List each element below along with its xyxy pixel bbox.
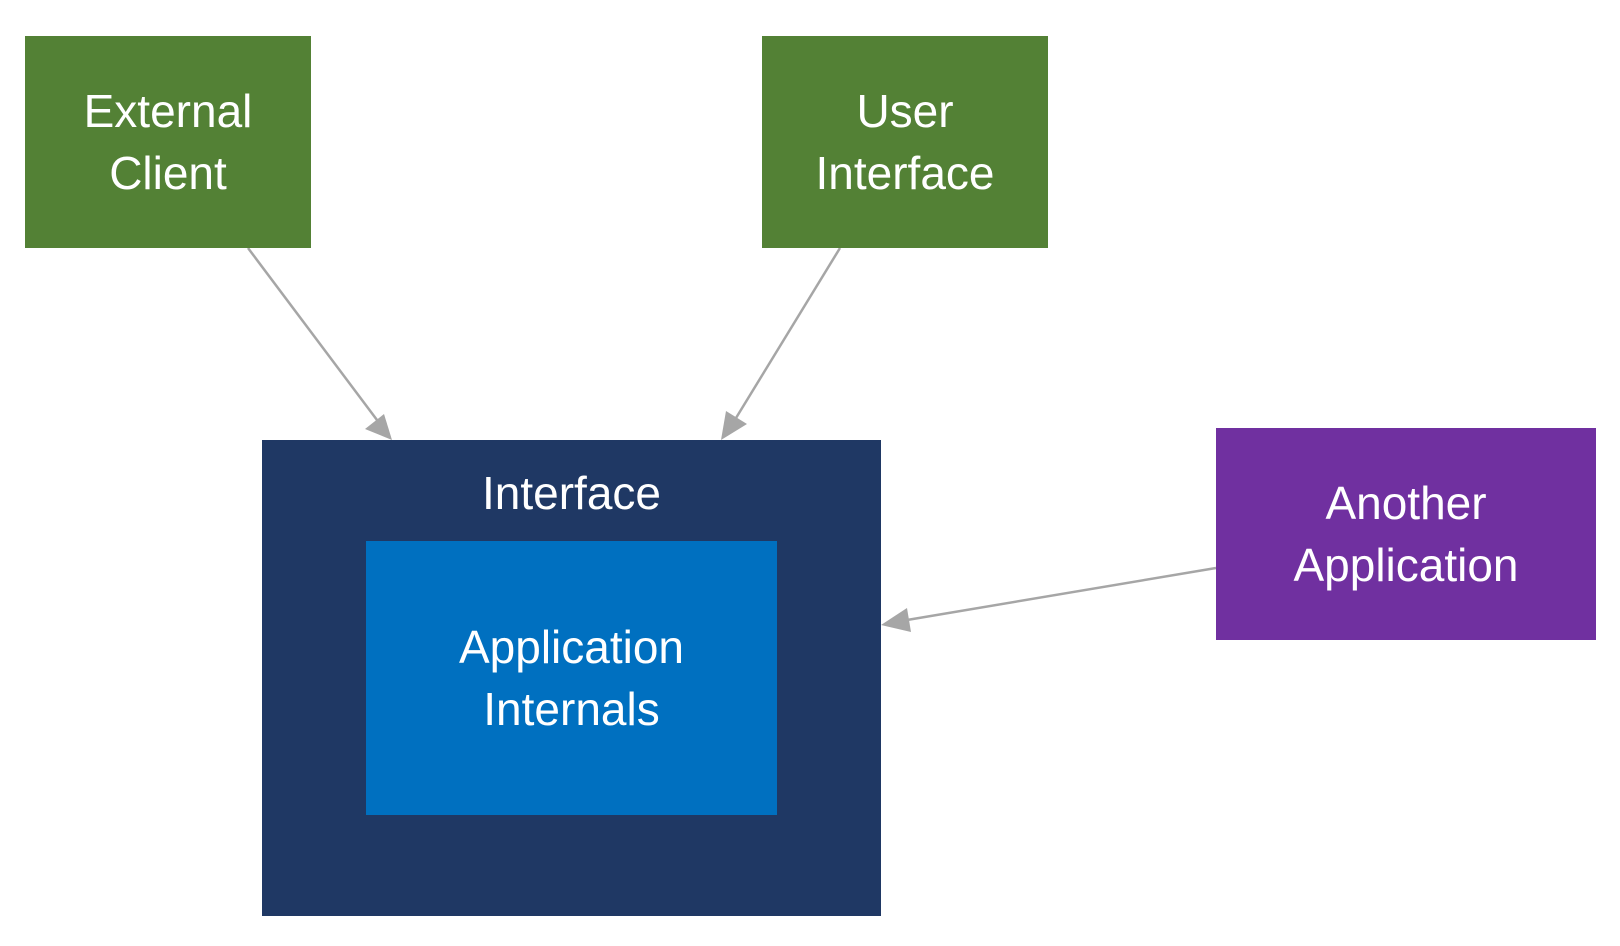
arrowhead-icon bbox=[721, 411, 747, 440]
edge-line bbox=[247, 247, 378, 421]
user-interface-label-line2: Interface bbox=[815, 147, 995, 199]
user-interface-label-line1: User bbox=[856, 85, 954, 137]
external-client-node: External Client bbox=[25, 36, 311, 248]
edge-user-interface-to-interface bbox=[721, 247, 842, 440]
another-application-node: Another Application bbox=[1216, 428, 1596, 640]
edge-line bbox=[906, 566, 1217, 622]
edge-external-client-to-interface bbox=[247, 247, 392, 440]
edge-another-application-to-interface bbox=[881, 566, 1217, 632]
interface-title: Interface bbox=[482, 467, 661, 519]
application-internals-node: Application Internals bbox=[366, 541, 777, 815]
another-application-label-line2: Application bbox=[1293, 539, 1519, 591]
arrowhead-icon bbox=[881, 608, 911, 632]
external-client-label-line2: Client bbox=[109, 147, 227, 199]
edge-line bbox=[734, 247, 842, 419]
arrowhead-icon bbox=[365, 414, 392, 440]
user-interface-node: User Interface bbox=[762, 36, 1048, 248]
application-internals-label-line1: Application bbox=[458, 621, 685, 673]
another-application-label-line1: Another bbox=[1325, 477, 1487, 529]
application-internals-label-line2: Internals bbox=[483, 683, 660, 735]
external-client-label-line1: External bbox=[83, 85, 253, 137]
